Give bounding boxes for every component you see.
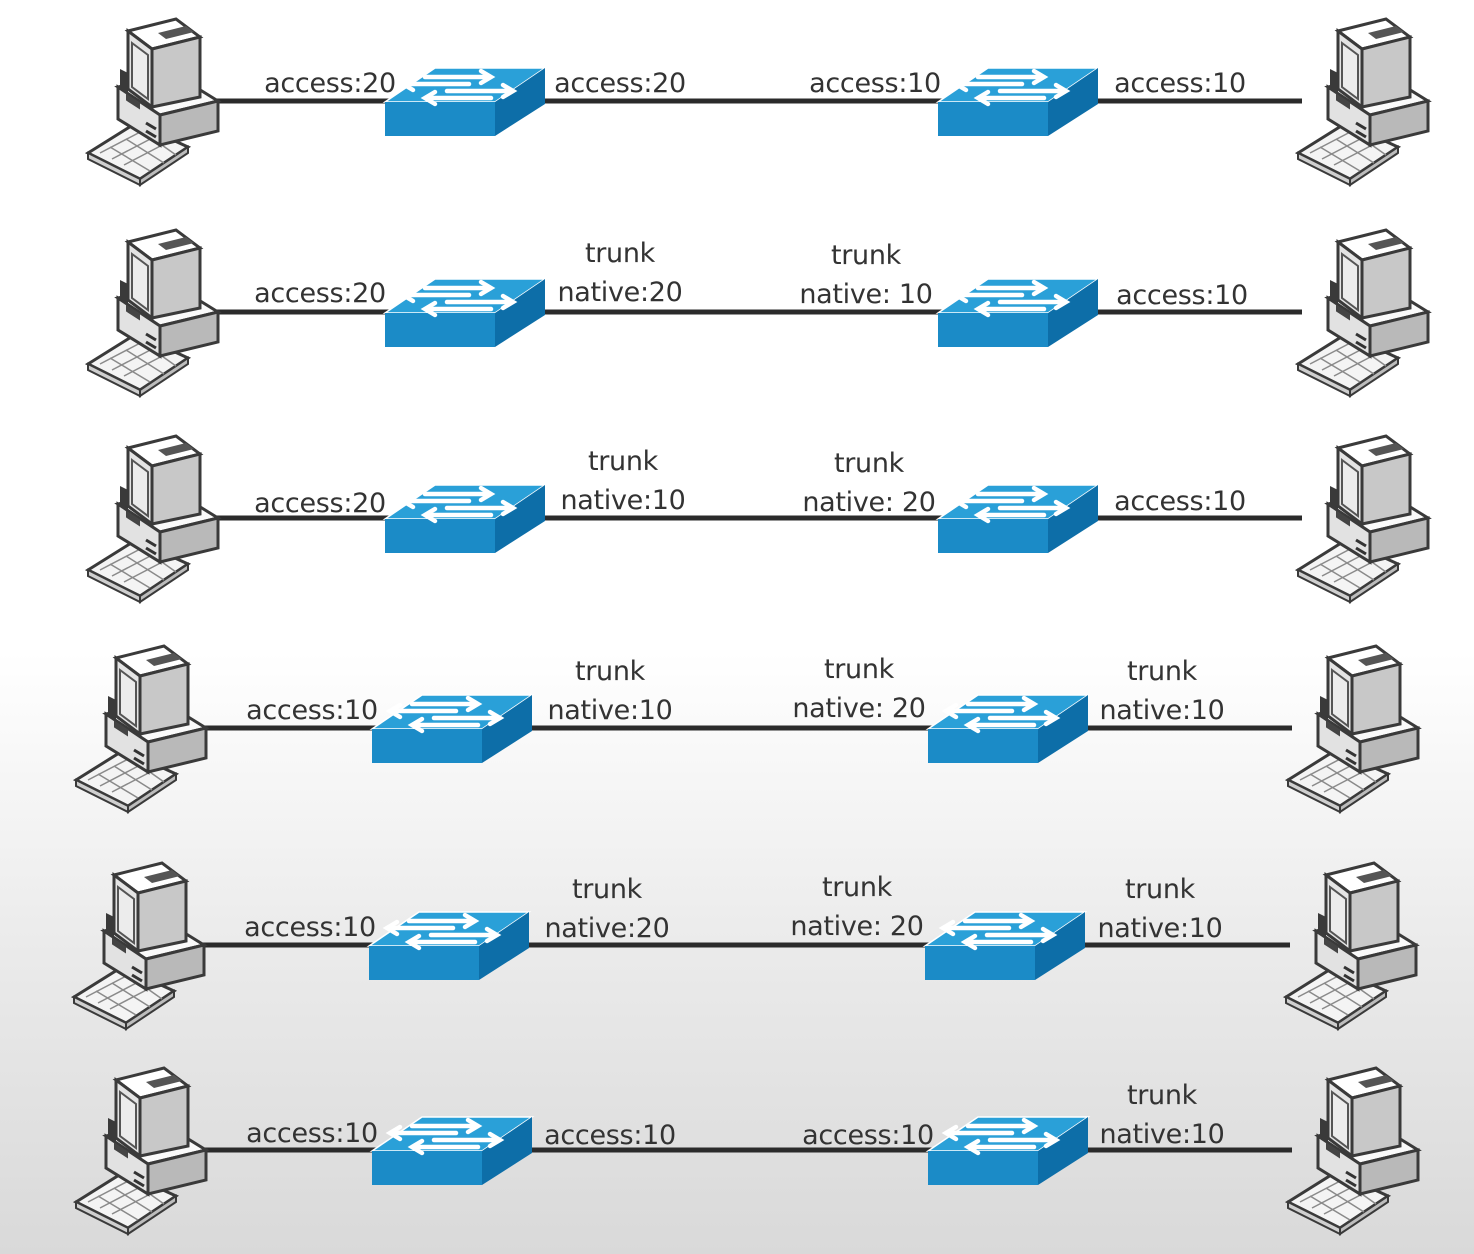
port-label-right-pc: access:10 (1114, 70, 1246, 97)
pc-icon (86, 228, 220, 398)
port-label-left-pc: access:10 (246, 1120, 378, 1147)
port-vlan-text: access:20 (264, 68, 396, 99)
pc-icon (1286, 644, 1420, 814)
port-mode-text: trunk (587, 446, 659, 477)
port-label-right-pc: access:10 (1114, 488, 1246, 515)
port-vlan-text: native:10 (1097, 913, 1223, 944)
port-label-left-pc: access:10 (244, 914, 376, 941)
port-mode-text: trunk (571, 874, 643, 905)
topology-row (86, 434, 1430, 604)
port-label-switch2-uplink: access:10 (802, 1122, 934, 1149)
port-label-switch2-uplink: trunk native: 10 (799, 240, 933, 310)
port-label-left-pc: access:20 (264, 70, 396, 97)
port-label-right-pc: trunk native:10 (1097, 876, 1222, 942)
pc-icon (1284, 861, 1418, 1031)
port-label-right-pc: trunk native:10 (1099, 658, 1224, 724)
pc-icon (1296, 228, 1430, 398)
port-vlan-text: access:20 (254, 488, 386, 519)
switch-icon (925, 912, 1085, 980)
port-mode-text: trunk (821, 872, 893, 903)
port-mode-text: trunk (833, 448, 905, 479)
port-vlan-text: access:10 (802, 1120, 934, 1151)
pc-icon (86, 17, 220, 187)
pc-icon (72, 861, 206, 1031)
switch-icon (938, 279, 1098, 347)
pc-icon (86, 434, 220, 604)
port-label-switch2-uplink: access:10 (809, 70, 941, 97)
port-label-right-pc: access:10 (1116, 282, 1248, 309)
port-label-left-pc: access:20 (254, 490, 386, 517)
switch-icon (385, 68, 545, 136)
port-vlan-text: native:10 (1099, 695, 1225, 726)
port-label-right-pc: trunk native:10 (1099, 1082, 1224, 1148)
port-label-switch1-uplink: trunk native:20 (557, 240, 682, 306)
switch-icon (372, 695, 532, 763)
port-mode-text: trunk (574, 656, 646, 687)
port-mode-text: trunk (584, 238, 656, 269)
port-vlan-text: access:10 (1114, 486, 1246, 517)
port-vlan-text: access:10 (246, 1118, 378, 1149)
switch-icon (928, 695, 1088, 763)
port-mode-text: trunk (830, 240, 902, 271)
topology-row (74, 644, 1420, 814)
switch-icon (938, 68, 1098, 136)
port-mode-text: trunk (1126, 1080, 1198, 1111)
port-label-switch2-uplink: trunk native: 20 (792, 654, 926, 724)
pc-icon (1296, 17, 1430, 187)
port-label-switch2-uplink: trunk native: 20 (802, 448, 936, 518)
port-vlan-text: native:10 (547, 695, 673, 726)
port-label-switch1-uplink: trunk native:10 (547, 658, 672, 724)
port-label-switch1-uplink: trunk native:20 (544, 876, 669, 942)
pc-icon (74, 644, 208, 814)
port-vlan-text: native:20 (557, 277, 683, 308)
port-mode-text: trunk (823, 654, 895, 685)
port-vlan-text: native: 10 (799, 279, 933, 310)
pc-icon (1296, 434, 1430, 604)
port-vlan-text: native:10 (1099, 1119, 1225, 1150)
port-label-left-pc: access:10 (246, 697, 378, 724)
port-label-switch1-uplink: access:10 (544, 1122, 676, 1149)
port-vlan-text: native:20 (544, 913, 670, 944)
topology-row (72, 861, 1418, 1031)
port-vlan-text: native: 20 (792, 693, 926, 724)
port-vlan-text: native: 20 (802, 487, 936, 518)
port-mode-text: trunk (1124, 874, 1196, 905)
port-label-left-pc: access:20 (254, 280, 386, 307)
port-vlan-text: access:10 (809, 68, 941, 99)
port-label-switch1-uplink: trunk native:10 (560, 448, 685, 514)
port-vlan-text: access:10 (1114, 68, 1246, 99)
port-vlan-text: access:10 (1116, 280, 1248, 311)
switch-icon (385, 279, 545, 347)
port-vlan-text: access:10 (246, 695, 378, 726)
port-label-switch2-uplink: trunk native: 20 (790, 872, 924, 942)
port-vlan-text: access:10 (544, 1120, 676, 1151)
topology-row (86, 17, 1430, 187)
switch-icon (385, 485, 545, 553)
topology-row (86, 228, 1430, 398)
port-vlan-text: native: 20 (790, 911, 924, 942)
switch-icon (938, 485, 1098, 553)
pc-icon (74, 1066, 208, 1236)
port-vlan-text: native:10 (560, 485, 686, 516)
switch-icon (372, 1117, 532, 1185)
port-vlan-text: access:20 (554, 68, 686, 99)
switch-icon (369, 912, 529, 980)
pc-icon (1286, 1066, 1420, 1236)
port-vlan-text: access:20 (254, 278, 386, 309)
topology-row (74, 1066, 1420, 1236)
port-mode-text: trunk (1126, 656, 1198, 687)
port-label-switch1-uplink: access:20 (554, 70, 686, 97)
port-vlan-text: access:10 (244, 912, 376, 943)
switch-icon (928, 1117, 1088, 1185)
